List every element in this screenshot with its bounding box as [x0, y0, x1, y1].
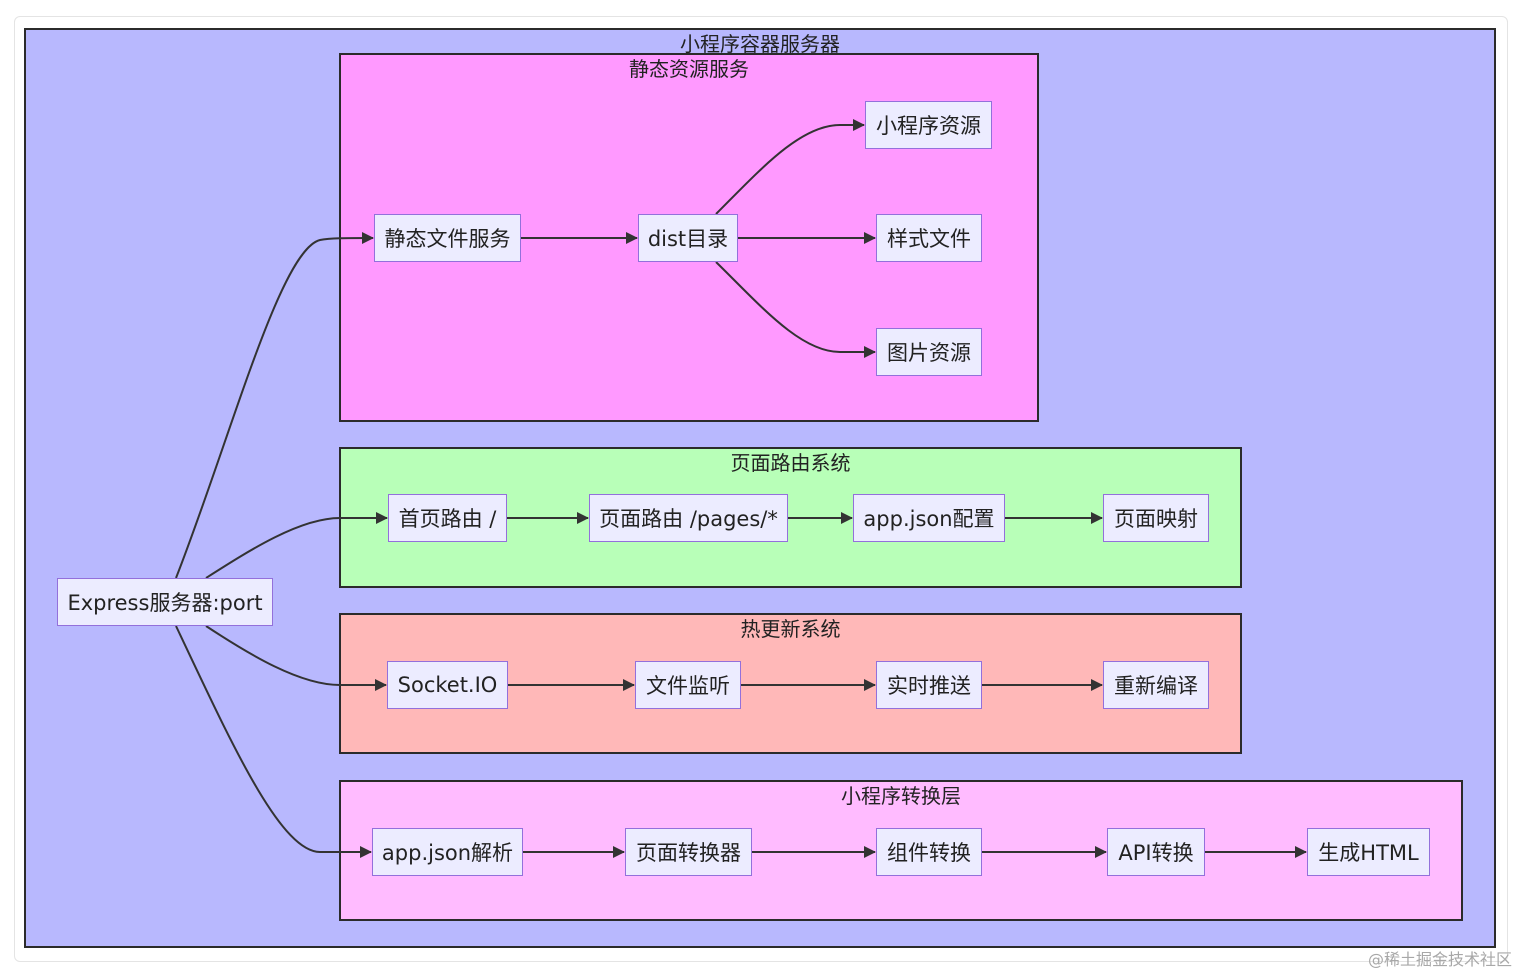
- node-style-file: 样式文件: [876, 214, 982, 262]
- node-image-resource: 图片资源: [876, 328, 982, 376]
- watermark: @稀土掘金技术社区: [1367, 950, 1512, 969]
- diagram-frame: [14, 16, 1508, 962]
- node-generate-html: 生成HTML: [1307, 828, 1430, 876]
- cluster-title-container: 小程序容器服务器: [680, 32, 840, 56]
- node-page-mapping: 页面映射: [1103, 494, 1209, 542]
- node-app-json-config: app.json配置: [853, 494, 1005, 542]
- node-app-json-parse: app.json解析: [372, 828, 523, 876]
- node-miniprogram-resource: 小程序资源: [865, 101, 992, 149]
- node-realtime-push: 实时推送: [876, 661, 982, 709]
- node-static-file-service: 静态文件服务: [374, 214, 521, 262]
- node-page-route: 页面路由 /pages/*: [589, 494, 788, 542]
- node-socket-io: Socket.IO: [387, 661, 508, 709]
- node-api-convert: API转换: [1107, 828, 1205, 876]
- node-component-convert: 组件转换: [876, 828, 982, 876]
- cluster-title-hotreload: 热更新系统: [740, 617, 841, 641]
- node-file-watch: 文件监听: [635, 661, 741, 709]
- node-home-route: 首页路由 /: [388, 494, 507, 542]
- node-express-server: Express服务器:port: [57, 578, 273, 626]
- cluster-title-router: 页面路由系统: [730, 451, 851, 475]
- cluster-title-transform: 小程序转换层: [841, 784, 961, 808]
- node-dist-directory: dist目录: [638, 214, 738, 262]
- node-recompile: 重新编译: [1103, 661, 1209, 709]
- node-page-converter: 页面转换器: [625, 828, 752, 876]
- cluster-title-static: 静态资源服务: [629, 57, 749, 81]
